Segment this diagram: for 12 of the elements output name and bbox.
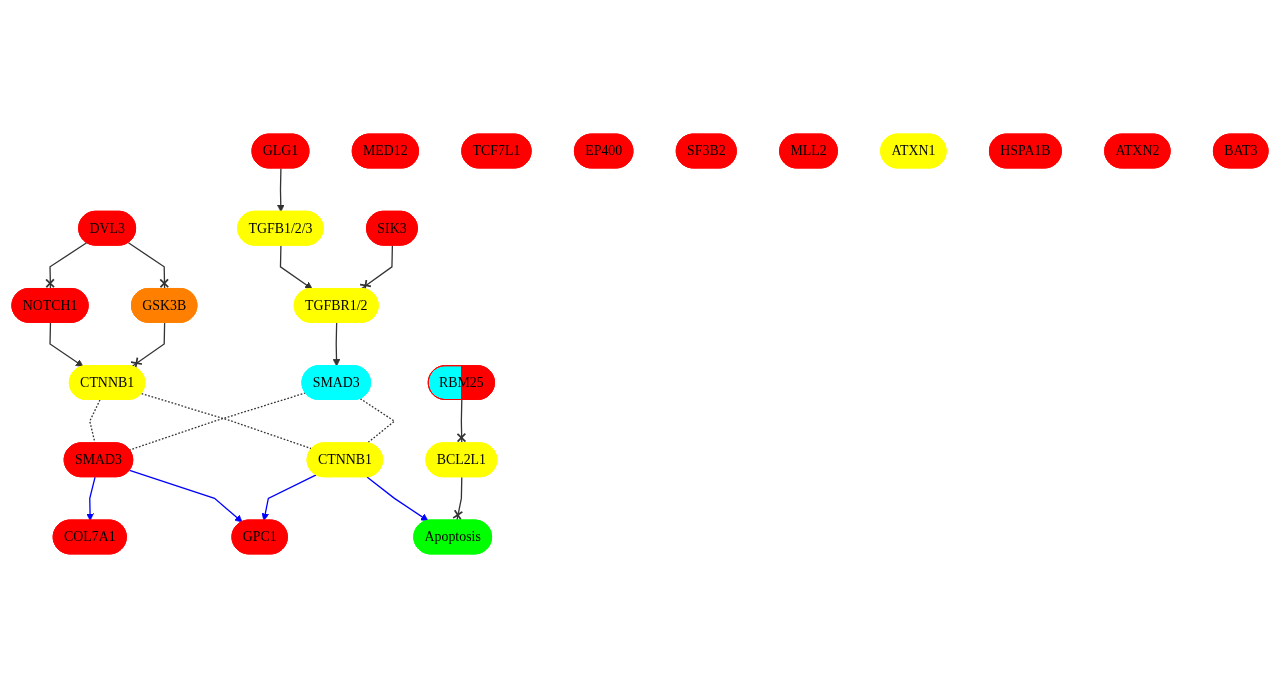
connector bbox=[452, 476, 464, 522]
connector bbox=[45, 242, 88, 290]
arrow bbox=[129, 469, 243, 523]
arrow bbox=[86, 476, 96, 521]
connector bbox=[456, 399, 467, 444]
arrow bbox=[276, 167, 285, 213]
arrow bbox=[366, 476, 429, 522]
connector bbox=[127, 242, 170, 290]
arrow bbox=[332, 322, 341, 367]
arrow bbox=[261, 474, 317, 521]
arrow bbox=[49, 322, 84, 367]
arrow bbox=[279, 244, 313, 290]
